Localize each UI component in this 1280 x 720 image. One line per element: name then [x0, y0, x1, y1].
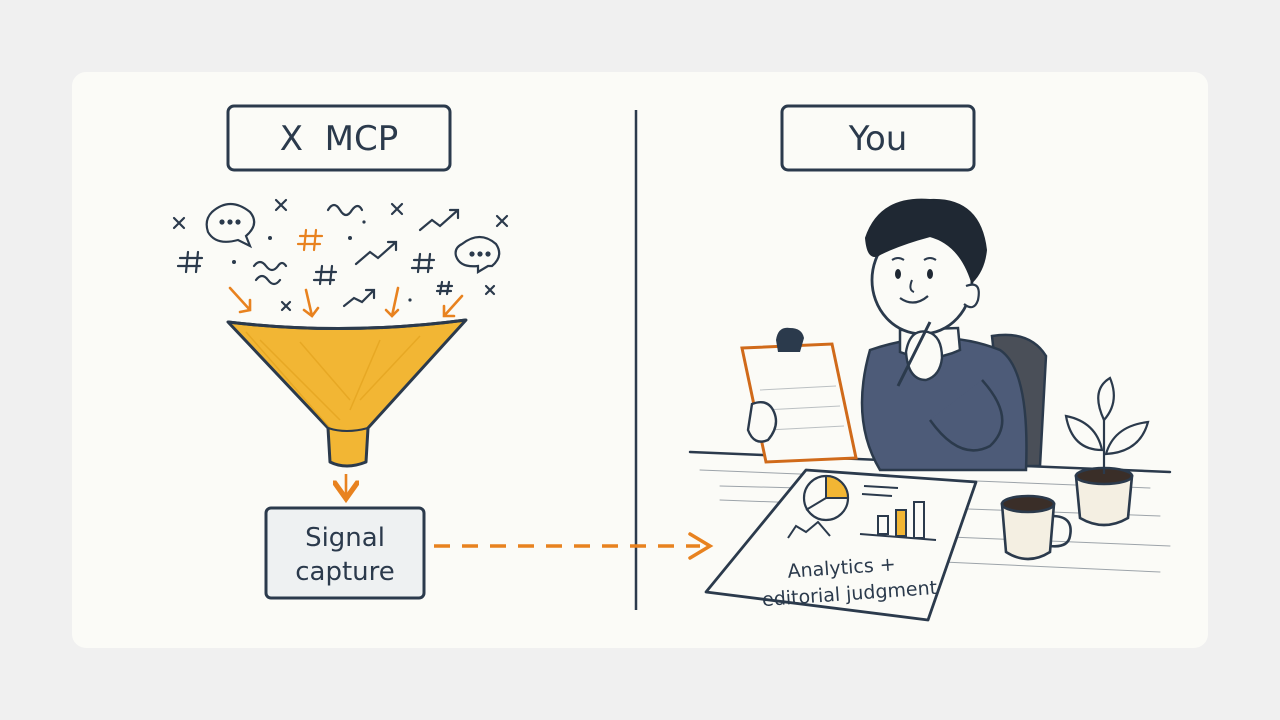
funnel-icon: [226, 318, 468, 468]
trend-arrow-icon: [418, 208, 460, 232]
trend-arrow-icon: [342, 288, 376, 308]
squiggle-icon: [326, 203, 364, 217]
cross-mark-icon: [280, 300, 292, 312]
squiggle-icon: [252, 260, 288, 286]
you-title-box: You: [780, 104, 976, 172]
coffee-mug-icon: [1000, 494, 1072, 561]
hashtag-icon: [435, 280, 454, 296]
pie-chart-icon: [802, 474, 850, 522]
speech-bubble-icon: [454, 235, 501, 274]
speech-bubble-icon: [205, 202, 256, 249]
you-title: You: [848, 119, 908, 159]
hashtag-icon: [176, 250, 204, 274]
hashtag-icon: [312, 264, 338, 286]
cross-mark-icon: [274, 198, 288, 212]
social-noise-cloud: [172, 198, 509, 312]
x-mcp-title-box: X MCP: [226, 104, 452, 172]
person-illustration: [860, 198, 1028, 472]
clipboard-icon: [740, 327, 858, 464]
signal-capture-line2: capture: [295, 557, 395, 587]
handoff-arrow-head: [688, 532, 714, 560]
cross-mark-icon: [495, 214, 509, 228]
hashtag-icon: [296, 228, 324, 252]
analytics-document: Analytics + editorial judgment: [704, 468, 978, 622]
cross-mark-icon: [390, 202, 404, 216]
signal-capture-line1: Signal: [305, 523, 385, 553]
signal-capture-box: Signal capture: [264, 506, 426, 600]
cross-mark-icon: [172, 216, 186, 230]
bar-chart-icon: [859, 501, 937, 541]
cross-mark-icon: [484, 284, 496, 296]
trend-arrow-icon: [354, 240, 398, 266]
inflow-arrows: [228, 286, 464, 318]
hashtag-icon: [410, 252, 436, 274]
x-mcp-title: X MCP: [280, 119, 399, 159]
plant-icon: [1064, 376, 1150, 527]
